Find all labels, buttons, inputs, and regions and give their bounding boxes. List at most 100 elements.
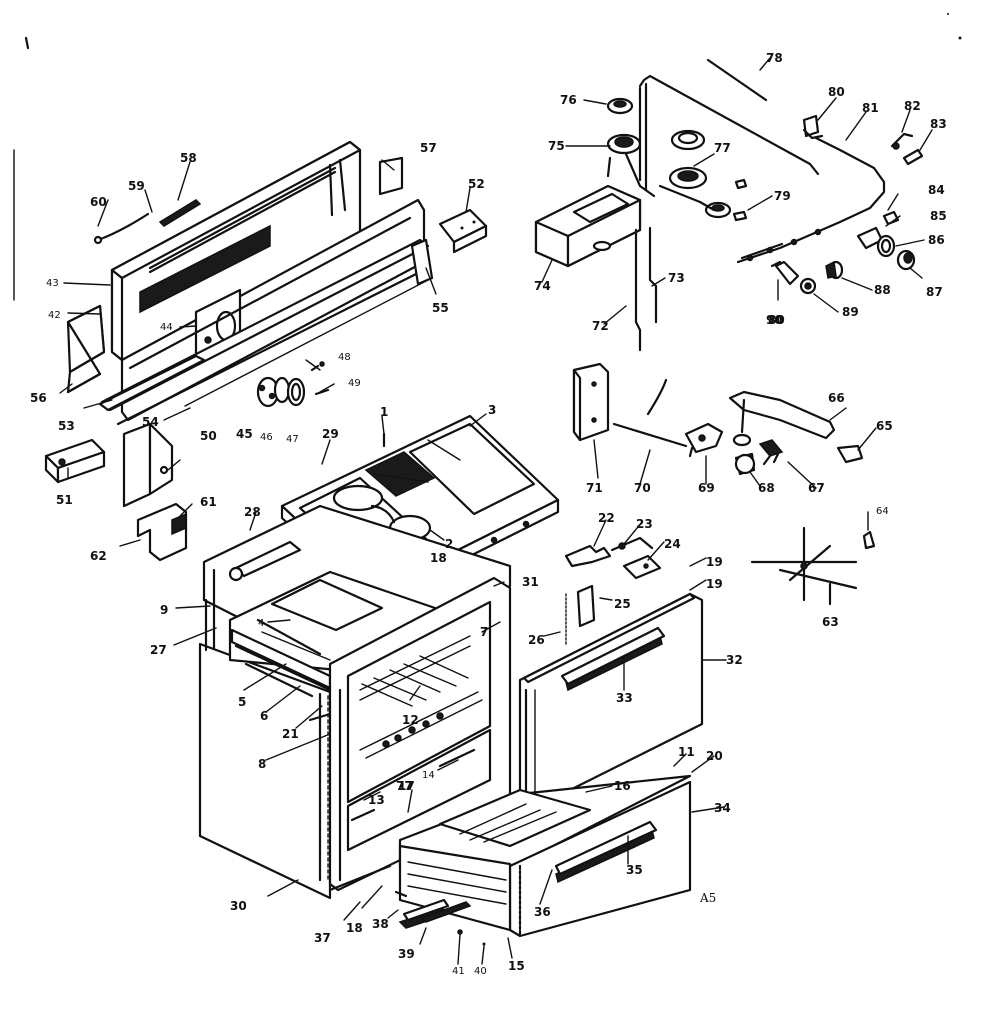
callout-31: 31 — [522, 575, 539, 589]
callout-labels: 1 -2 3 4 5 6 7 8 9 11 12 13 14 15 16 17 … — [30, 51, 947, 977]
callout-61: 61 — [200, 495, 217, 509]
callout-60: 60 — [90, 195, 107, 209]
callout-78: 78 — [766, 51, 783, 65]
callout-44: 44 — [160, 322, 173, 333]
callout-21: 21 — [282, 727, 299, 741]
callout-30: 30 — [230, 899, 247, 913]
callout-32: 32 — [726, 653, 743, 667]
callout-62: 62 — [90, 549, 107, 563]
callout-79: 79 — [774, 189, 791, 203]
oven-vent — [270, 578, 384, 632]
callout-56: 56 — [30, 391, 47, 405]
light-bulb — [158, 199, 202, 227]
corner-tag: A5 — [699, 891, 716, 905]
callout-8: 8 — [258, 757, 266, 771]
callout-18b: 18 — [430, 551, 447, 565]
callout-50: 50 — [200, 429, 217, 443]
callout-36: 36 — [534, 905, 551, 919]
gas-manifold — [736, 114, 924, 295]
callout-52: 52 — [468, 177, 485, 191]
callout-29: 29 — [322, 427, 339, 441]
callout-40: 40 — [474, 966, 487, 977]
side-bracket — [410, 238, 434, 286]
leader-lines — [59, 57, 933, 965]
callout-55: 55 — [432, 301, 449, 315]
hinge-parts — [564, 536, 662, 647]
callout-28: 28 — [244, 505, 261, 519]
knob-skirt — [273, 376, 291, 404]
callout-68: 68 — [758, 481, 775, 495]
callout-13: 13 — [368, 793, 385, 807]
callout-74: 74 — [534, 279, 551, 293]
callout-57: 57 — [420, 141, 437, 155]
callout-42: 42 — [48, 310, 61, 321]
callout-59: 59 — [128, 179, 145, 193]
backguard-window — [139, 224, 271, 314]
bottom-trim — [98, 354, 206, 412]
broil-spreader — [750, 526, 858, 602]
callout-15: 15 — [508, 959, 525, 973]
callout-33: 33 — [616, 691, 633, 705]
callout-2: -2 — [440, 537, 453, 551]
backguard-small-parts — [44, 156, 488, 562]
callout-51: 51 — [56, 493, 73, 507]
burner-assembly — [534, 58, 820, 352]
oven-door — [518, 592, 704, 810]
callout-69: 69 — [698, 481, 715, 495]
callout-70: 70 — [634, 481, 651, 495]
callout-9: 9 — [160, 603, 168, 617]
callout-47: 47 — [286, 434, 299, 445]
callout-1: 1 — [380, 405, 388, 419]
callout-34: 34 — [714, 801, 731, 815]
callout-83: 83 — [930, 117, 947, 131]
callout-16: 16 — [614, 779, 631, 793]
callout-54: 54 — [142, 415, 159, 429]
range-body — [198, 504, 512, 900]
callout-23: 23 — [636, 517, 653, 531]
callout-84: 84 — [928, 183, 945, 197]
callout-5: 5 — [238, 695, 246, 709]
callout-63: 63 — [822, 615, 839, 629]
callout-24: 24 — [664, 537, 681, 551]
callout-89: 89 — [842, 305, 859, 319]
callout-53: 53 — [58, 419, 75, 433]
bracket-plate — [122, 422, 152, 508]
grate-frame — [638, 74, 820, 176]
callout-80a: 80 — [828, 85, 845, 99]
callout-22: 22 — [598, 511, 615, 525]
burner-valve — [774, 260, 800, 286]
valve-clip — [882, 210, 900, 226]
burner-grate — [364, 451, 436, 497]
clip-plate — [378, 156, 404, 196]
mounting-bracket — [136, 502, 188, 562]
callout-58: 58 — [180, 151, 197, 165]
callout-76: 76 — [560, 93, 577, 107]
callout-73: 73 — [668, 271, 685, 285]
callout-82: 82 — [904, 99, 921, 113]
drawer-side — [398, 844, 512, 932]
callout-19b: 19 — [706, 577, 723, 591]
callout-80b: 80 — [768, 313, 785, 327]
callout-19a: 19 — [706, 555, 723, 569]
page-edge-marks — [13, 13, 962, 301]
callout-81: 81 — [862, 101, 879, 115]
callout-26: 26 — [528, 633, 545, 647]
callout-4: 4 — [258, 618, 264, 629]
callout-90: 90 — [766, 313, 783, 327]
hinge-bracket — [622, 554, 662, 580]
side-panel — [198, 642, 332, 900]
callout-64: 64 — [876, 506, 889, 517]
callout-18a: 18 — [346, 921, 363, 935]
callout-17: 17 — [398, 779, 415, 793]
ignition-parts — [572, 362, 876, 606]
callout-65: 65 — [876, 419, 893, 433]
callout-86: 86 — [928, 233, 945, 247]
callout-66: 66 — [828, 391, 845, 405]
callout-72: 72 — [592, 319, 609, 333]
callout-46: 46 — [260, 432, 273, 443]
callout-39: 39 — [398, 947, 415, 961]
callout-37: 37 — [314, 931, 331, 945]
callout-77a: 77 — [714, 141, 731, 155]
